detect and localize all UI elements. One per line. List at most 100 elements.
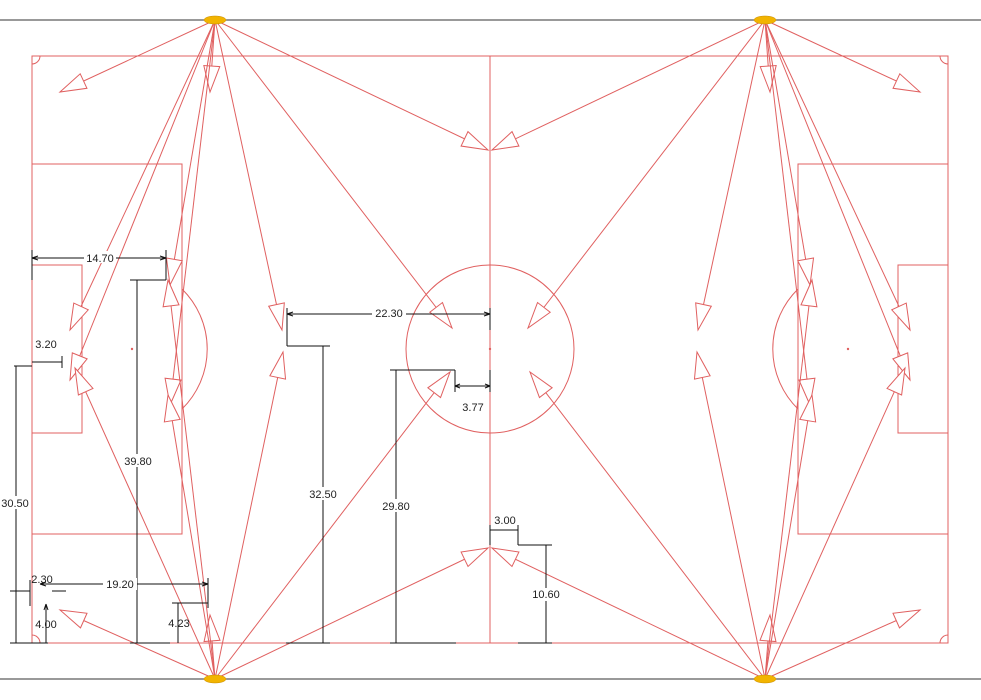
dimension-3-77: 3.77 [454, 370, 491, 414]
aiming-line [527, 19, 766, 329]
aiming-arrowhead [69, 352, 88, 382]
aiming-arrowhead [490, 547, 520, 568]
aiming-arrowhead [892, 72, 922, 93]
left-penalty-arc [181, 288, 208, 410]
aiming-arrowhead [163, 393, 181, 423]
aiming-line [169, 19, 216, 406]
aiming-arrowhead [427, 370, 452, 399]
aiming-arrowhead [800, 278, 818, 308]
aiming-lines [58, 19, 922, 680]
dimension-2-30: 2.30 [10, 574, 66, 606]
floodlight-top-right [753, 15, 777, 25]
dim-label-39-80: 39.80 [124, 456, 152, 468]
aiming-arrowhead [74, 366, 94, 396]
dimension-29-80: 29.80 [379, 369, 456, 644]
aiming-arrowhead [528, 370, 553, 399]
aiming-line [214, 371, 451, 680]
aiming-line [764, 19, 811, 406]
dim-label-30-50: 30.50 [1, 498, 29, 510]
aiming-arrowhead [695, 302, 713, 332]
aiming-arrowhead [58, 609, 88, 629]
aiming-line [167, 279, 216, 680]
aiming-arrowhead [162, 278, 180, 308]
dim-label-29-80: 29.80 [382, 501, 410, 513]
aiming-arrowhead [797, 257, 815, 287]
floodlight-top-left [203, 15, 227, 25]
dimension-3-20: 3.20 [14, 339, 63, 368]
center-spot [488, 347, 492, 351]
aiming-line [764, 609, 921, 680]
dim-label-3-00: 3.00 [494, 515, 515, 527]
aiming-line [169, 19, 216, 286]
aiming-line [214, 19, 283, 331]
dim-label-2-30: 2.30 [31, 574, 52, 586]
floodlight-bottom-left [203, 674, 227, 684]
center-circle [405, 264, 575, 434]
aiming-line [764, 19, 911, 331]
aiming-line [167, 394, 216, 680]
aiming-line [764, 367, 906, 680]
dim-label-10-60: 10.60 [532, 589, 560, 601]
aiming-arrowhead [890, 302, 911, 332]
aiming-line [696, 351, 766, 680]
aiming-arrowhead [165, 257, 183, 287]
aiming-arrowhead [490, 130, 520, 151]
dimension-4-00: 4.00 [35, 603, 57, 643]
left-penalty-spot [130, 347, 134, 351]
dimension-32-50: 32.50 [286, 345, 340, 644]
aiming-line [764, 19, 811, 286]
aiming-arrowhead [460, 130, 490, 151]
corner-arc-top-left [31, 55, 41, 65]
corner-arc-top-right [939, 55, 949, 65]
aiming-line [59, 609, 216, 680]
aiming-arrowhead [267, 302, 285, 332]
aiming-line [764, 279, 813, 680]
aiming-line [69, 19, 216, 381]
dimension-30-50: 30.50 [0, 366, 48, 644]
dimension-4-23: 4.23 [168, 602, 208, 643]
dimension-14-70: 14.70 [31, 250, 167, 280]
dim-label-22-30: 22.30 [375, 308, 403, 320]
aiming-line [59, 19, 216, 93]
dim-label-3-20: 3.20 [35, 339, 56, 351]
aiming-arrowhead [269, 350, 287, 380]
corner-arc-bottom-right [939, 634, 949, 644]
right-penalty-area [797, 163, 949, 535]
aiming-line [214, 351, 284, 680]
soccer-field [31, 55, 949, 644]
aiming-line [69, 19, 216, 331]
aiming-arrowhead [69, 302, 90, 332]
dim-label-14-70: 14.70 [86, 253, 114, 265]
corner-arc-bottom-left [31, 634, 41, 644]
aiming-arrowhead [799, 393, 817, 423]
right-penalty-arc [772, 288, 799, 410]
dim-label-4-23: 4.23 [168, 618, 189, 630]
aiming-line [214, 547, 489, 680]
dimension-22-30: 22.30 [286, 307, 491, 346]
dimension-10-60: 10.60 [518, 544, 563, 644]
dim-label-19-20: 19.20 [106, 579, 134, 591]
aiming-arrowhead [428, 301, 454, 330]
aiming-arrowhead [759, 64, 777, 94]
aiming-line [491, 19, 766, 151]
aiming-arrowhead [203, 64, 221, 94]
floodlight-masts [203, 15, 777, 684]
right-penalty-spot [846, 347, 850, 351]
dimension-3-00: 3.00 [489, 515, 519, 545]
aiming-arrowhead [886, 366, 906, 396]
dimension-annotations: 14.70 3.20 30.50 39.80 [0, 250, 563, 644]
dim-label-32-50: 32.50 [309, 489, 337, 501]
aiming-line [764, 394, 813, 680]
aiming-arrowhead [693, 350, 711, 380]
aiming-arrowhead [526, 301, 552, 330]
aiming-line [214, 19, 453, 329]
right-goal-area [897, 264, 949, 434]
aiming-line [764, 19, 921, 93]
aiming-line [764, 19, 911, 381]
aiming-arrowhead [460, 547, 490, 568]
aiming-line [74, 367, 216, 680]
aiming-arrowhead [892, 609, 922, 629]
aiming-line [529, 371, 766, 680]
aiming-arrowhead [892, 352, 911, 382]
